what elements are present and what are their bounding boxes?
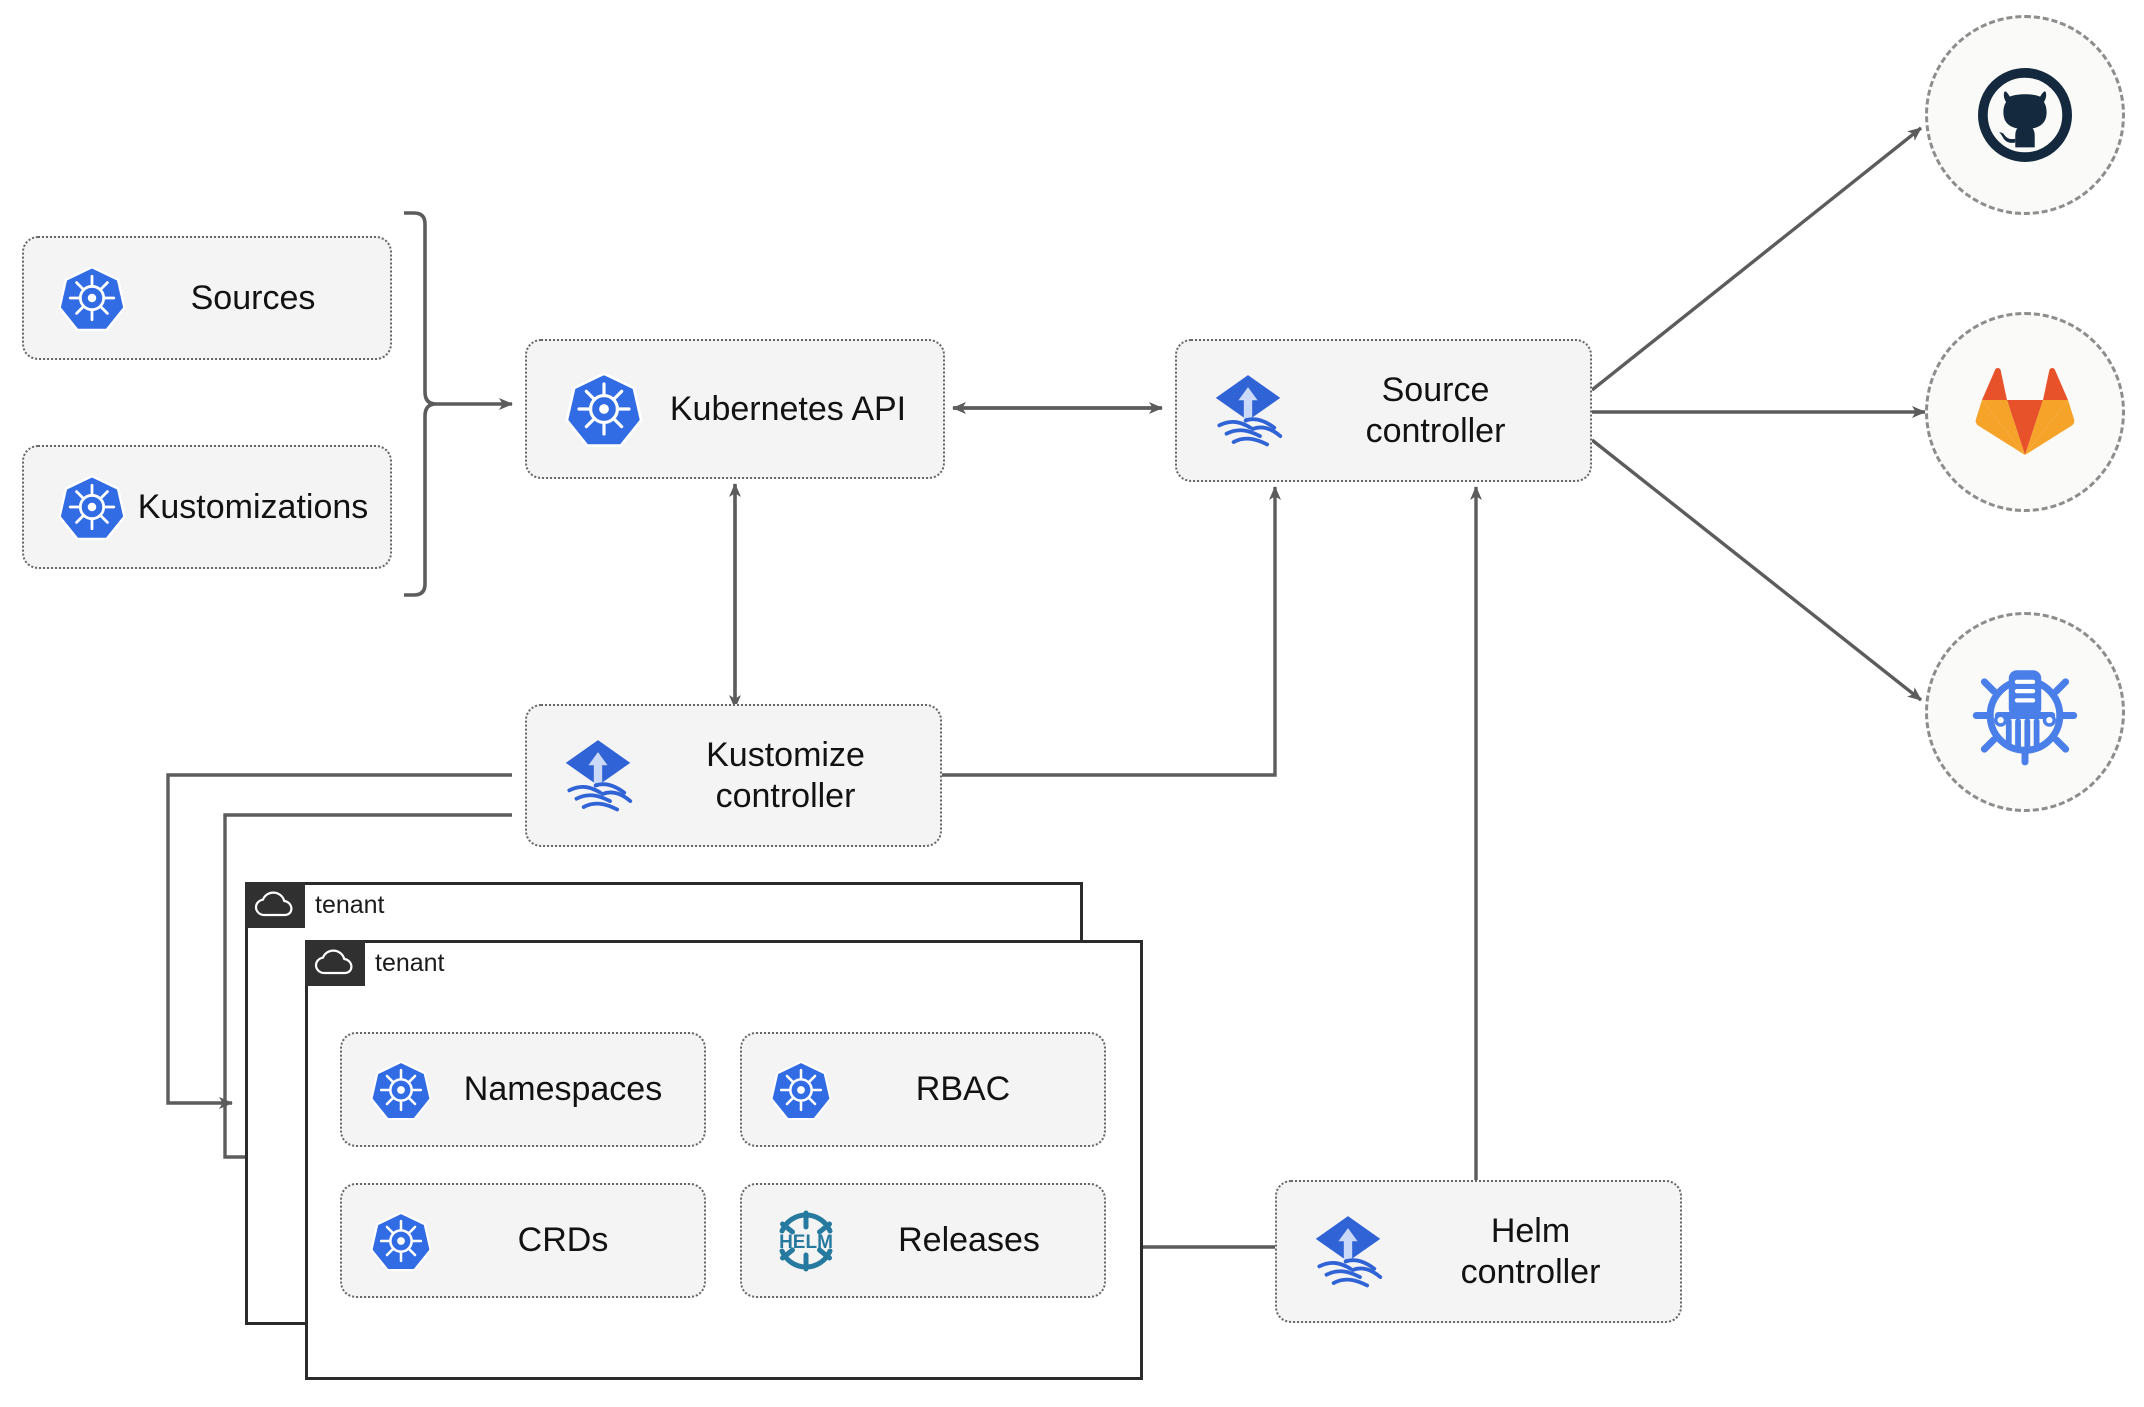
flux-icon (555, 733, 641, 819)
kubernetes-icon (770, 1059, 832, 1121)
node-source-controller[interactable]: Source controller (1175, 339, 1592, 482)
tenant-outer-label: tenant (315, 890, 385, 919)
cloud-icon (254, 891, 293, 917)
node-kustomize-controller[interactable]: Kustomize controller (525, 704, 942, 847)
node-namespaces-label: Namespaces (463, 1070, 663, 1109)
node-kubernetes-api[interactable]: Kubernetes API (525, 339, 945, 479)
node-releases[interactable]: HELM Releases (740, 1183, 1106, 1298)
node-helm-controller[interactable]: Helm controller (1275, 1180, 1682, 1323)
endpoint-github[interactable] (1925, 15, 2125, 215)
node-kustomizations-label: Kustomizations (137, 487, 369, 526)
kubernetes-icon (58, 264, 126, 332)
tenant-container-inner (305, 940, 1143, 1380)
node-releases-label: Releases (898, 1221, 1040, 1260)
bucket-helm-icon (1972, 670, 2078, 766)
node-kubernetes-api-label: Kubernetes API (669, 389, 907, 428)
kubernetes-icon (565, 370, 643, 448)
flux-icon (1305, 1209, 1391, 1295)
node-sources[interactable]: Sources (22, 236, 392, 360)
gitlab-icon (1975, 368, 2075, 455)
node-rbac[interactable]: RBAC (740, 1032, 1106, 1147)
tenant-inner-tab (305, 940, 365, 986)
node-crds-label: CRDs (517, 1221, 609, 1260)
github-icon (1978, 68, 2072, 162)
kubernetes-icon (370, 1059, 432, 1121)
helm-icon: HELM (768, 1203, 844, 1279)
endpoint-gitlab[interactable] (1925, 312, 2125, 512)
kubernetes-icon (370, 1210, 432, 1272)
node-namespaces[interactable]: Namespaces (340, 1032, 706, 1147)
node-helm-controller-label: Helm controller (1460, 1212, 1601, 1291)
node-kustomizations[interactable]: Kustomizations (22, 445, 392, 569)
node-rbac-label: RBAC (915, 1070, 1011, 1109)
tenant-inner-label: tenant (375, 948, 445, 977)
node-kustomize-controller-label: Kustomize controller (706, 736, 865, 815)
endpoint-bucket[interactable] (1925, 612, 2125, 812)
cloud-icon (314, 949, 353, 975)
kubernetes-icon (58, 473, 126, 541)
flux-icon (1205, 368, 1291, 454)
node-sources-label: Sources (190, 278, 316, 317)
tenant-outer-tab (245, 882, 305, 928)
node-crds[interactable]: CRDs (340, 1183, 706, 1298)
node-source-controller-label: Source controller (1365, 371, 1506, 450)
helm-wordmark: HELM (779, 1232, 833, 1253)
